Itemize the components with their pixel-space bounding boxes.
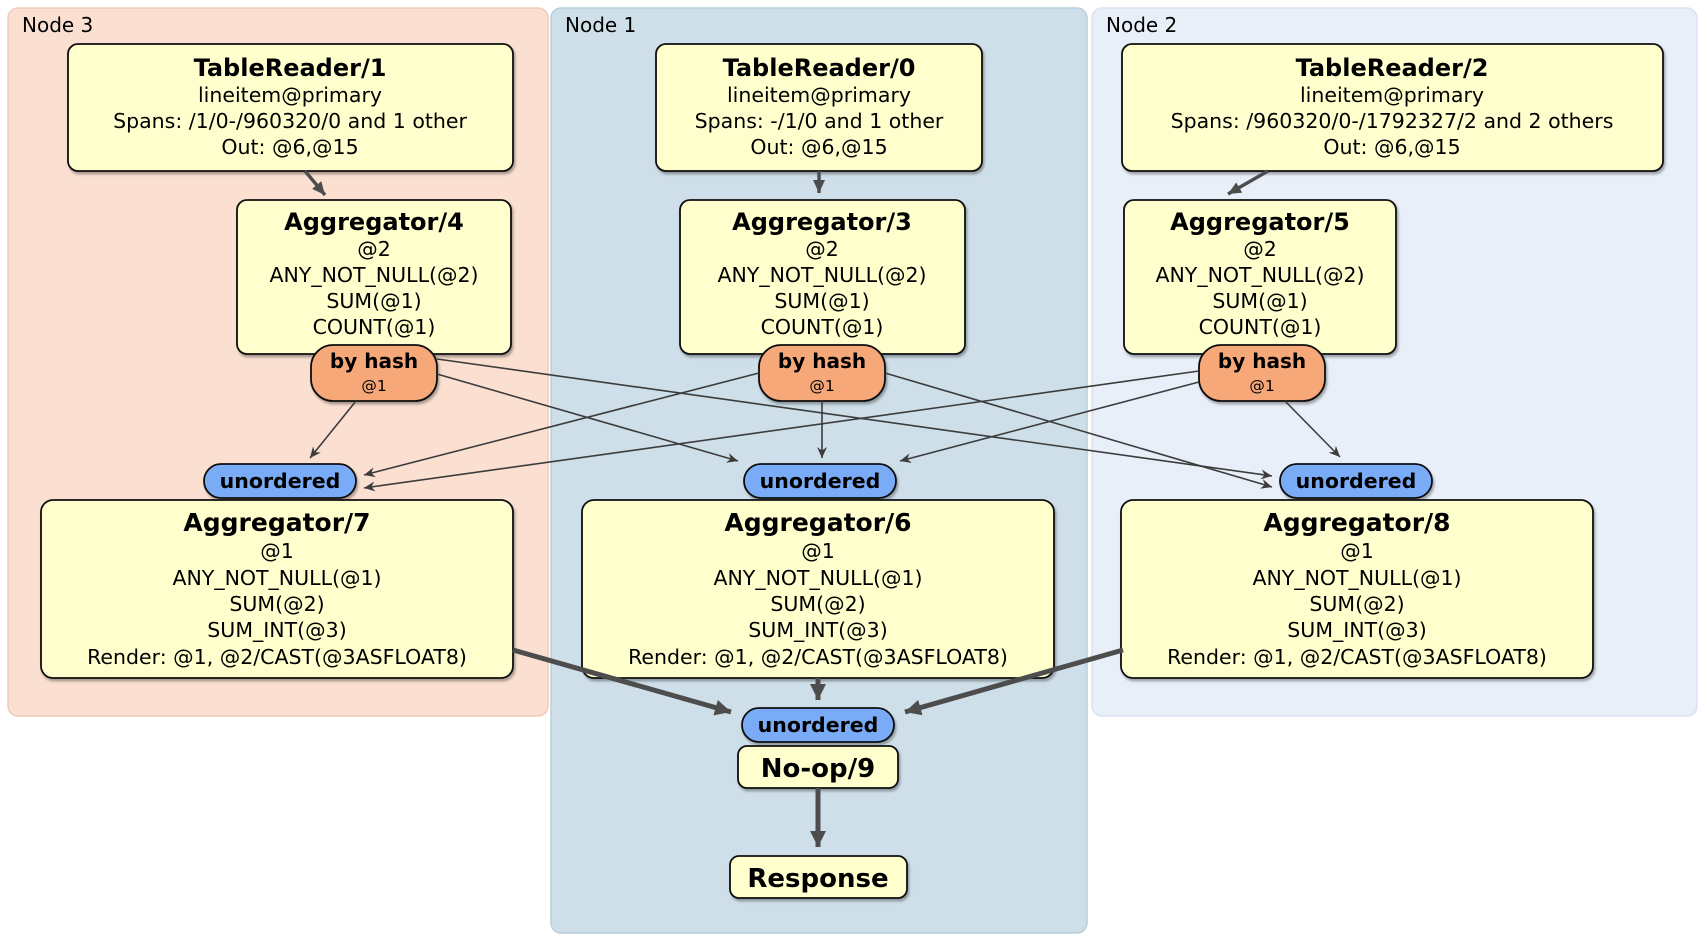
- aggregator-7-fn1: ANY_NOT_NULL(@1): [172, 566, 381, 591]
- aggregator-7-group: @1: [260, 539, 294, 563]
- sync-unordered-final: unordered: [741, 707, 895, 743]
- sync-node3-label: unordered: [220, 469, 341, 493]
- table-reader-1-box: TableReader/1 lineitem@primary Spans: /1…: [67, 43, 514, 172]
- noop-box: No-op/9: [737, 745, 899, 789]
- table-reader-2-title: TableReader/2: [1296, 54, 1489, 82]
- edge-aggregator8-final-sync: [904, 647, 1124, 716]
- router-node3-label: by hash: [330, 349, 418, 373]
- table-reader-1-title: TableReader/1: [194, 54, 387, 82]
- router-stream-edges: [309, 358, 1341, 492]
- aggregator-8-group: @1: [1340, 539, 1374, 563]
- aggregator-4-fn2: SUM(@1): [326, 289, 421, 313]
- aggregator-8-fn3: SUM_INT(@3): [1287, 618, 1426, 643]
- router-by-hash-node2: by hash @1: [1198, 344, 1326, 402]
- table-reader-2-out: Out: @6,@15: [1323, 135, 1460, 159]
- aggregator-6-fn3: SUM_INT(@3): [748, 618, 887, 643]
- sync-node1-label: unordered: [760, 469, 881, 493]
- aggregator-8-fn1: ANY_NOT_NULL(@1): [1252, 566, 1461, 591]
- response-box: Response: [729, 855, 908, 899]
- table-reader-0-index: lineitem@primary: [727, 83, 911, 107]
- aggregator-6-title: Aggregator/6: [724, 508, 911, 537]
- aggregator-7-fn2: SUM(@2): [229, 592, 324, 616]
- sync-unordered-node3: unordered: [203, 463, 357, 499]
- router-by-hash-node1: by hash @1: [758, 344, 886, 402]
- edge-aggregator7-final-sync: [512, 647, 732, 716]
- aggregator-3-box: Aggregator/3 @2 ANY_NOT_NULL(@2) SUM(@1)…: [679, 199, 966, 355]
- node2-region-label: Node 2: [1106, 13, 1177, 37]
- table-reader-1-out: Out: @6,@15: [221, 135, 358, 159]
- table-reader-2-spans: Spans: /960320/0-/1792327/2 and 2 others: [1171, 109, 1614, 133]
- router-node1-label: by hash: [778, 349, 866, 373]
- node3-region-label: Node 3: [22, 13, 93, 37]
- aggregator-8-title: Aggregator/8: [1263, 508, 1450, 537]
- aggregator-8-box: Aggregator/8 @1 ANY_NOT_NULL(@1) SUM(@2)…: [1120, 499, 1594, 679]
- aggregator-4-fn1: ANY_NOT_NULL(@2): [269, 263, 478, 288]
- table-reader-0-box: TableReader/0 lineitem@primary Spans: -/…: [655, 43, 983, 172]
- router-node2-label: by hash: [1218, 349, 1306, 373]
- aggregator-4-box: Aggregator/4 @2 ANY_NOT_NULL(@2) SUM(@1)…: [236, 199, 512, 355]
- aggregator-6-render: Render: @1, @2/CAST(@3ASFLOAT8): [628, 645, 1008, 669]
- aggregator-5-title: Aggregator/5: [1170, 208, 1350, 236]
- table-reader-0-title: TableReader/0: [723, 54, 916, 82]
- aggregator-8-fn2: SUM(@2): [1309, 592, 1404, 616]
- aggregator-5-group: @2: [1243, 237, 1277, 261]
- table-reader-2-index: lineitem@primary: [1300, 83, 1484, 107]
- aggregator-5-fn2: SUM(@1): [1212, 289, 1307, 313]
- sync-final-label: unordered: [758, 713, 879, 737]
- router-by-hash-node3: by hash @1: [310, 344, 438, 402]
- router-node3-key: @1: [361, 377, 386, 395]
- sync-unordered-node1: unordered: [743, 463, 897, 499]
- aggregator-6-group: @1: [801, 539, 835, 563]
- aggregator-7-render: Render: @1, @2/CAST(@3ASFLOAT8): [87, 645, 467, 669]
- aggregator-3-group: @2: [805, 237, 839, 261]
- aggregator-3-fn2: SUM(@1): [774, 289, 869, 313]
- aggregator-4-fn3: COUNT(@1): [313, 315, 436, 339]
- aggregator-4-title: Aggregator/4: [284, 208, 464, 236]
- edge-tablereader1-aggregator4: [303, 169, 327, 197]
- aggregator-8-render: Render: @1, @2/CAST(@3ASFLOAT8): [1167, 645, 1547, 669]
- router-node1-key: @1: [809, 377, 834, 395]
- aggregator-3-title: Aggregator/3: [732, 208, 912, 236]
- aggregator-5-fn3: COUNT(@1): [1199, 315, 1322, 339]
- table-reader-1-index: lineitem@primary: [198, 83, 382, 107]
- sync-unordered-node2: unordered: [1279, 463, 1433, 499]
- table-reader-0-out: Out: @6,@15: [750, 135, 887, 159]
- aggregator-6-fn2: SUM(@2): [770, 592, 865, 616]
- aggregator-3-fn1: ANY_NOT_NULL(@2): [717, 263, 926, 288]
- aggregator-7-title: Aggregator/7: [183, 508, 370, 537]
- node1-region-label: Node 1: [565, 13, 636, 37]
- table-reader-0-spans: Spans: -/1/0 and 1 other: [695, 109, 944, 133]
- aggregator-6-box: Aggregator/6 @1 ANY_NOT_NULL(@1) SUM(@2)…: [581, 499, 1055, 679]
- router-node2-key: @1: [1249, 377, 1274, 395]
- response-title: Response: [747, 864, 888, 894]
- sync-node2-label: unordered: [1296, 469, 1417, 493]
- edge-tablereader2-aggregator5: [1227, 169, 1269, 196]
- aggregator-5-fn1: ANY_NOT_NULL(@2): [1155, 263, 1364, 288]
- aggregator-7-fn3: SUM_INT(@3): [207, 618, 346, 643]
- aggregator-7-box: Aggregator/7 @1 ANY_NOT_NULL(@1) SUM(@2)…: [40, 499, 514, 679]
- noop-title: No-op/9: [761, 754, 875, 784]
- aggregator-6-fn1: ANY_NOT_NULL(@1): [713, 566, 922, 591]
- table-reader-2-box: TableReader/2 lineitem@primary Spans: /9…: [1121, 43, 1664, 172]
- aggregator-5-box: Aggregator/5 @2 ANY_NOT_NULL(@2) SUM(@1)…: [1123, 199, 1397, 355]
- table-reader-1-spans: Spans: /1/0-/960320/0 and 1 other: [113, 109, 467, 133]
- aggregator-3-fn3: COUNT(@1): [761, 315, 884, 339]
- aggregator-4-group: @2: [357, 237, 391, 261]
